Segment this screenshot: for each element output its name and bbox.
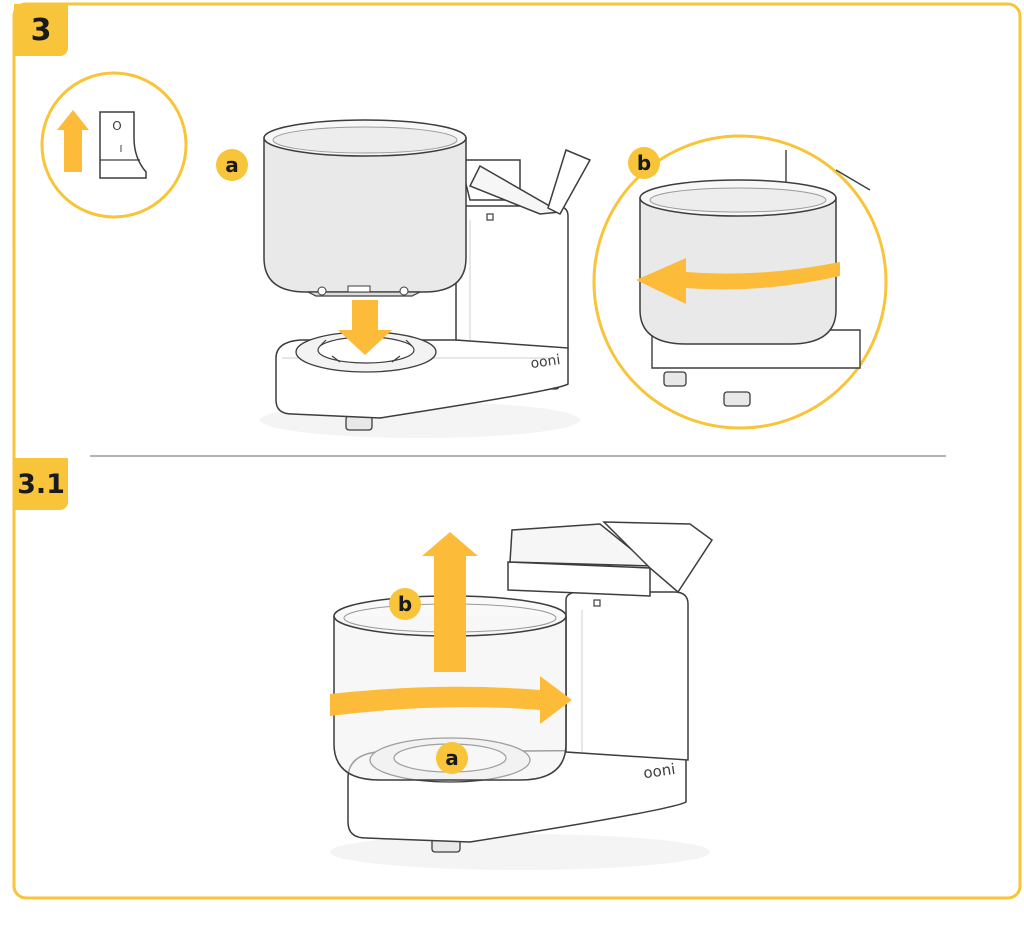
- mixer-3a: ooni: [260, 120, 590, 438]
- step-3-1-label: 3.1: [14, 458, 68, 510]
- callout-31b-label: b: [398, 592, 412, 616]
- step-3-label: 3: [14, 4, 68, 56]
- callout-3b-label: b: [637, 151, 651, 175]
- mixer-31: ooni: [330, 522, 712, 870]
- callout-3b: b: [628, 147, 660, 179]
- switch-off-mark: O: [112, 119, 121, 133]
- callout-31a: a: [436, 742, 468, 774]
- callout-31b: b: [389, 588, 421, 620]
- switch-inset: O I: [42, 73, 186, 217]
- callout-3a-label: a: [225, 153, 239, 177]
- callout-3a: a: [216, 149, 248, 181]
- rotate-inset: [594, 136, 886, 428]
- switch-on-mark: I: [120, 144, 123, 155]
- callout-31a-label: a: [445, 746, 459, 770]
